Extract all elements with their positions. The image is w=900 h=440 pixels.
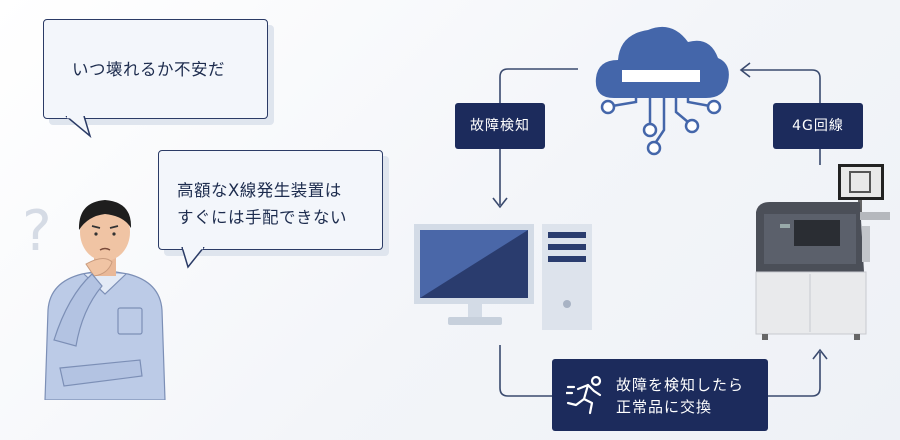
svg-text:?: ? xyxy=(22,199,52,264)
speech-bubble-expensive: 高額なX線発生装置は すぐには手配できない xyxy=(158,150,383,250)
xray-inspection-machine xyxy=(755,164,890,340)
bubble-tail-1 xyxy=(65,116,92,139)
bubble-tail-2 xyxy=(181,247,205,269)
worried-worker-illustration: ? xyxy=(22,199,166,400)
replace-label: 故障を検知したら 正常品に交換 xyxy=(552,359,768,431)
bubble-text-line2: すぐには手配できない xyxy=(177,208,347,227)
speech-bubble-worry: いつ壊れるか不安だ xyxy=(43,19,268,119)
running-person-icon xyxy=(566,375,602,415)
bubble-text-line1: 高額なX線発生装置は xyxy=(177,181,342,200)
bubble-text-worry: いつ壊れるか不安だ xyxy=(72,60,225,79)
desktop-computer-icon xyxy=(414,224,592,330)
cloud-network-icon xyxy=(595,26,729,156)
replace-text-line2: 正常品に交換 xyxy=(616,398,713,416)
fault-detect-label: 故障検知 xyxy=(455,103,545,149)
network-4g-label: 4G回線 xyxy=(773,103,863,149)
replace-text-line1: 故障を検知したら xyxy=(616,376,745,394)
